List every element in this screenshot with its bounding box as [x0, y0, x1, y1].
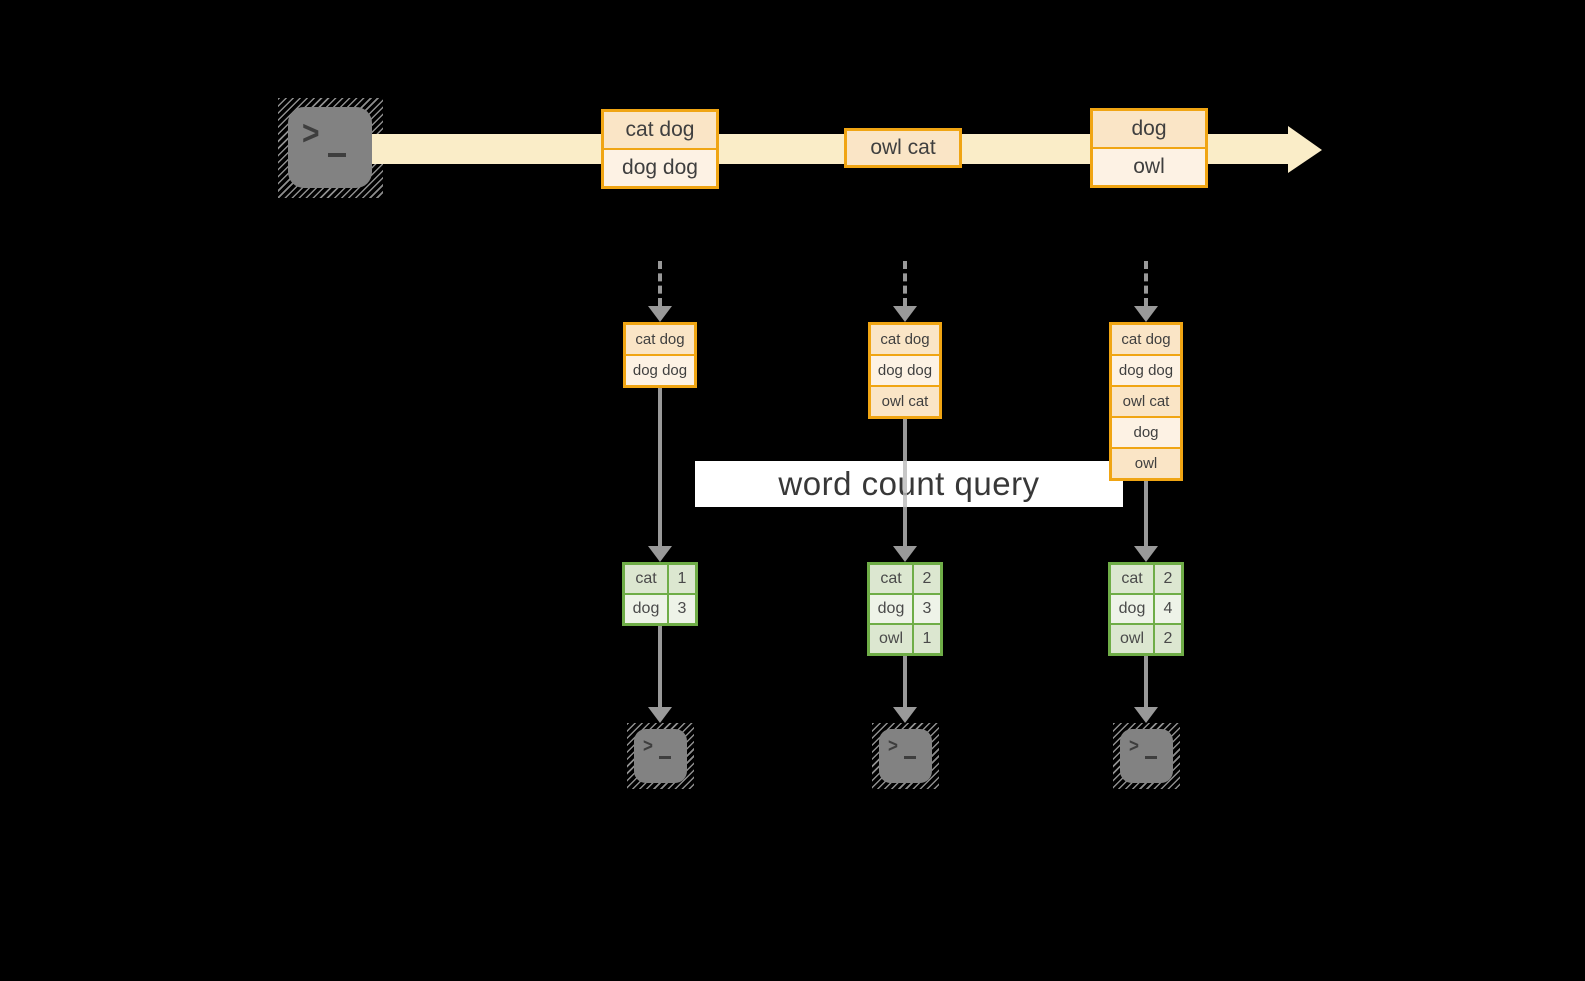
terminal-screen: >	[879, 729, 932, 783]
count-value: 1	[914, 625, 940, 653]
query-arrow-2	[903, 419, 907, 546]
stream-arrowhead-icon	[1288, 126, 1322, 173]
state-row: owl cat	[871, 387, 939, 416]
query-label: word count query	[695, 461, 1123, 507]
terminal-prompt-icon: >	[1129, 734, 1139, 757]
count-value: 3	[914, 595, 940, 623]
count-word: owl	[870, 625, 912, 653]
dashed-arrowhead-2	[893, 306, 917, 322]
terminal-cursor-icon	[904, 756, 916, 759]
terminal-sink-icon-2: >	[872, 723, 939, 789]
terminal-cursor-icon	[659, 756, 671, 759]
stream-event-row: owl	[1093, 149, 1205, 185]
count-word: cat	[1111, 565, 1153, 593]
count-value: 4	[1155, 595, 1181, 623]
query-arrowhead-1	[648, 546, 672, 562]
state-row: dog	[1112, 418, 1180, 447]
stream-event-row: dog	[1093, 111, 1205, 147]
stream-event-box-1: cat dog dog dog	[601, 109, 719, 189]
stream-event-box-3: dog owl	[1090, 108, 1208, 188]
state-row: owl cat	[1112, 387, 1180, 416]
query-arrow-3	[1144, 481, 1148, 546]
count-word: dog	[1111, 595, 1153, 623]
terminal-sink-icon-1: >	[627, 723, 694, 789]
dashed-arrowhead-1	[648, 306, 672, 322]
count-table-2: cat 2 dog 3 owl 1	[867, 562, 943, 656]
stream-event-row: cat dog	[604, 112, 716, 148]
sink-arrow-1	[658, 626, 662, 707]
count-table-3: cat 2 dog 4 owl 2	[1108, 562, 1184, 656]
dashed-arrow-3	[1144, 261, 1148, 306]
query-arrowhead-2	[893, 546, 917, 562]
sink-arrow-2	[903, 656, 907, 707]
count-word: dog	[870, 595, 912, 623]
state-row: owl	[1112, 449, 1180, 478]
terminal-cursor-icon	[1145, 756, 1157, 759]
sink-arrowhead-3	[1134, 707, 1158, 723]
terminal-prompt-icon: >	[302, 114, 320, 153]
terminal-screen: >	[1120, 729, 1173, 783]
count-word: owl	[1111, 625, 1153, 653]
stream-event-box-2: owl cat	[844, 128, 962, 168]
state-row: dog dog	[871, 356, 939, 385]
terminal-screen: >	[634, 729, 687, 783]
state-box-2: cat dog dog dog owl cat	[868, 322, 942, 419]
query-arrow-1	[658, 388, 662, 546]
terminal-prompt-icon: >	[643, 734, 653, 757]
state-row: cat dog	[626, 325, 694, 354]
terminal-prompt-icon: >	[888, 734, 898, 757]
count-word: cat	[625, 565, 667, 593]
count-value: 2	[1155, 625, 1181, 653]
stream-event-row: owl cat	[847, 131, 959, 165]
count-value: 3	[669, 595, 695, 623]
state-row: cat dog	[1112, 325, 1180, 354]
count-value: 1	[669, 565, 695, 593]
dashed-arrowhead-3	[1134, 306, 1158, 322]
sink-arrow-3	[1144, 656, 1148, 707]
sink-arrowhead-2	[893, 707, 917, 723]
count-word: dog	[625, 595, 667, 623]
count-table-1: cat 1 dog 3	[622, 562, 698, 626]
terminal-cursor-icon	[328, 153, 346, 157]
count-value: 2	[1155, 565, 1181, 593]
state-box-1: cat dog dog dog	[623, 322, 697, 388]
dashed-arrow-2	[903, 261, 907, 306]
sink-arrowhead-1	[648, 707, 672, 723]
stream-event-row: dog dog	[604, 150, 716, 186]
terminal-source-icon: >	[278, 98, 383, 198]
query-arrowhead-3	[1134, 546, 1158, 562]
dashed-arrow-1	[658, 261, 662, 306]
state-row: dog dog	[626, 356, 694, 385]
state-row: dog dog	[1112, 356, 1180, 385]
state-box-3: cat dog dog dog owl cat dog owl	[1109, 322, 1183, 481]
state-row: cat dog	[871, 325, 939, 354]
count-value: 2	[914, 565, 940, 593]
count-word: cat	[870, 565, 912, 593]
terminal-screen: >	[288, 107, 372, 188]
terminal-sink-icon-3: >	[1113, 723, 1180, 789]
